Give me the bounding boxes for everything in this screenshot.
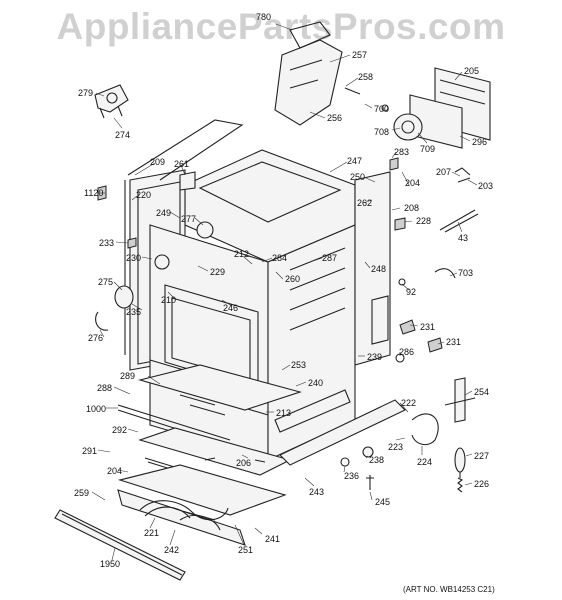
part-label: 257: [352, 50, 368, 60]
part-label: 254: [474, 387, 490, 397]
part-label: 253: [291, 360, 307, 370]
part-label: 248: [371, 264, 387, 274]
part-label: 205: [464, 66, 480, 76]
bake-burner: [139, 500, 229, 531]
part-label: 223: [388, 442, 404, 452]
part-label: 283: [394, 147, 410, 157]
kick-panel-1950: [54, 509, 186, 581]
part-label: 226: [474, 479, 490, 489]
part-label: 286: [399, 347, 415, 357]
part-label: 277: [181, 214, 197, 224]
part-label: 204: [405, 178, 421, 188]
part-label: 274: [115, 130, 131, 140]
part-label: 1000: [86, 404, 107, 414]
part-label: 262: [357, 198, 373, 208]
part-label: 243: [309, 487, 325, 497]
left-side-frame: [124, 119, 244, 355]
part-label: 279: [78, 88, 94, 98]
part-label: 1120: [84, 188, 104, 198]
part-label: 276: [88, 333, 104, 343]
part-label: 212: [234, 249, 250, 259]
valve-assembly: [94, 84, 129, 119]
vent-duct-part: [274, 21, 343, 126]
fan-ring: [344, 87, 423, 141]
part-label: 709: [420, 144, 436, 154]
part-label: 284: [272, 253, 288, 263]
part-label: 204: [107, 466, 123, 476]
part-label: 258: [358, 72, 374, 82]
part-label: 240: [308, 378, 324, 388]
part-label: 241: [265, 534, 281, 544]
part-label: 235: [126, 307, 142, 317]
part-label: 246: [223, 303, 239, 313]
part-label: 251: [238, 545, 254, 555]
range-cabinet: [117, 149, 406, 546]
part-label: 291: [82, 446, 98, 456]
part-label: 213: [276, 408, 292, 418]
part-label: 1950: [100, 559, 121, 569]
part-label: 206: [236, 458, 252, 468]
part-label: 260: [285, 274, 301, 284]
part-label: 288: [97, 383, 113, 393]
part-label: 259: [74, 488, 90, 498]
part-label: 209: [150, 157, 166, 167]
part-label: 239: [367, 352, 383, 362]
part-label: 231: [446, 337, 462, 347]
part-label: 249: [156, 208, 172, 218]
part-label: 708: [374, 127, 390, 137]
leader-lines: [91, 23, 478, 561]
part-label: 242: [164, 545, 180, 555]
part-label: 227: [474, 451, 490, 461]
art-number: (ART NO. WB14253 C21): [403, 585, 495, 594]
part-label: 230: [126, 253, 142, 263]
part-label: 261: [174, 159, 190, 169]
part-label: 700: [374, 104, 390, 114]
part-label: 238: [369, 455, 385, 465]
watermark: AppliancePartsPros.com: [56, 6, 506, 47]
part-label: 210: [161, 295, 177, 305]
part-label: 703: [458, 268, 474, 278]
part-label: 231: [420, 322, 436, 332]
back-panel: [409, 67, 491, 149]
part-label: 222: [401, 398, 417, 408]
part-label: 236: [344, 471, 360, 481]
part-label: 207: [436, 167, 452, 177]
part-label: 43: [458, 233, 469, 243]
part-label: 208: [404, 203, 420, 213]
part-label: 224: [417, 457, 433, 467]
part-label: 233: [99, 238, 115, 248]
part-label: 247: [347, 156, 363, 166]
part-label: 220: [136, 190, 152, 200]
part-label: 250: [350, 172, 366, 182]
part-label: 229: [210, 267, 226, 277]
part-label: 780: [256, 12, 272, 22]
part-label: 228: [416, 216, 432, 226]
part-label: 287: [322, 253, 338, 263]
part-label: 203: [478, 181, 494, 191]
part-label: 275: [98, 277, 114, 287]
part-label: 256: [327, 113, 343, 123]
part-label: 292: [112, 425, 128, 435]
part-label: 221: [144, 528, 160, 538]
part-label: 296: [472, 137, 488, 147]
right-hardware: [204, 377, 476, 493]
part-label: 245: [375, 497, 391, 507]
part-label: 92: [406, 287, 417, 297]
part-label: 289: [120, 371, 136, 381]
